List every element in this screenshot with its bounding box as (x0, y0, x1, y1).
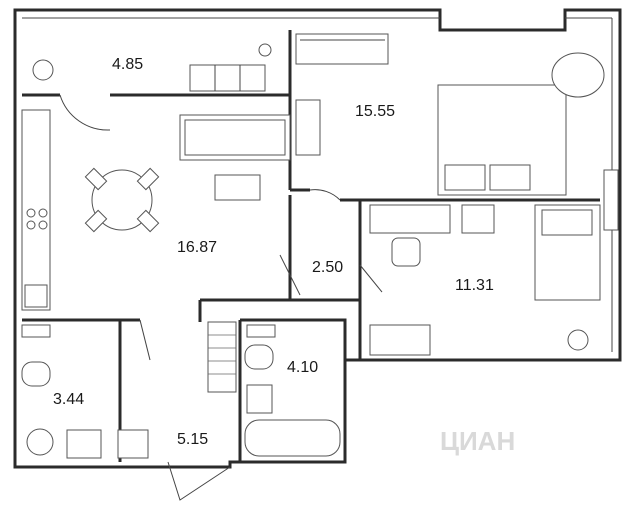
interior-walls (22, 30, 600, 462)
area-label-hallway: 5.15 (177, 431, 208, 448)
area-label-living-kitchen: 16.87 (177, 239, 217, 256)
living-furniture (21, 109, 291, 311)
plant-icon (32, 59, 54, 81)
bedroom2-furniture (369, 204, 601, 351)
bedroom-furniture (295, 52, 605, 196)
balcony-furniture (32, 43, 272, 92)
area-label-balcony: 4.85 (112, 56, 143, 73)
area-label-bedroom-2: 11.31 (455, 277, 494, 294)
dining-table (91, 169, 153, 231)
watermark: ЦИАН (440, 426, 515, 456)
plant-icon (567, 329, 589, 351)
area-label-bedroom: 15.55 (355, 103, 395, 120)
area-label-bathroom: 4.10 (287, 359, 318, 376)
area-label-corridor: 2.50 (312, 259, 343, 276)
area-label-wc: 3.44 (53, 391, 84, 408)
doors (59, 94, 383, 501)
outer-walls (13, 8, 622, 469)
windows (295, 33, 619, 356)
bathroom-fixtures (21, 321, 341, 459)
